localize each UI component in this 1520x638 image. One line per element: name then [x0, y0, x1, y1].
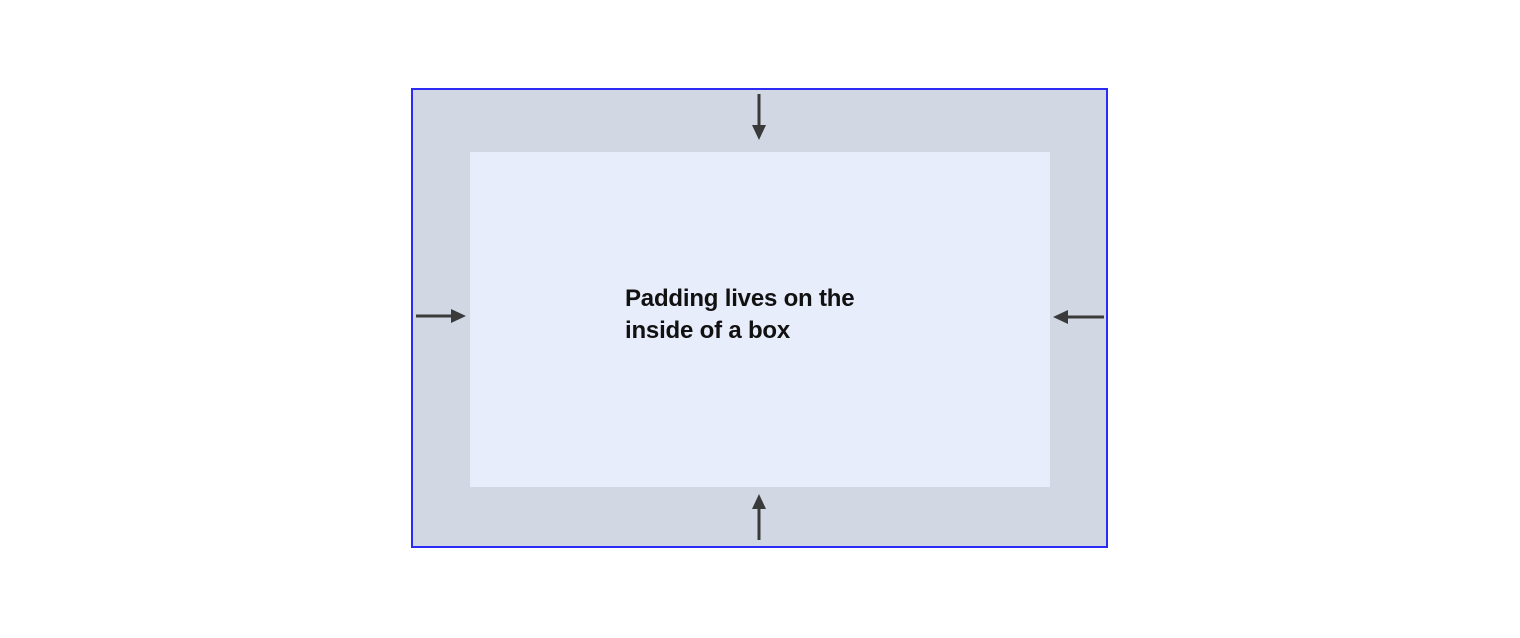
content-area-box: [470, 152, 1050, 487]
content-area-label: Padding lives on the inside of a box: [625, 285, 855, 344]
